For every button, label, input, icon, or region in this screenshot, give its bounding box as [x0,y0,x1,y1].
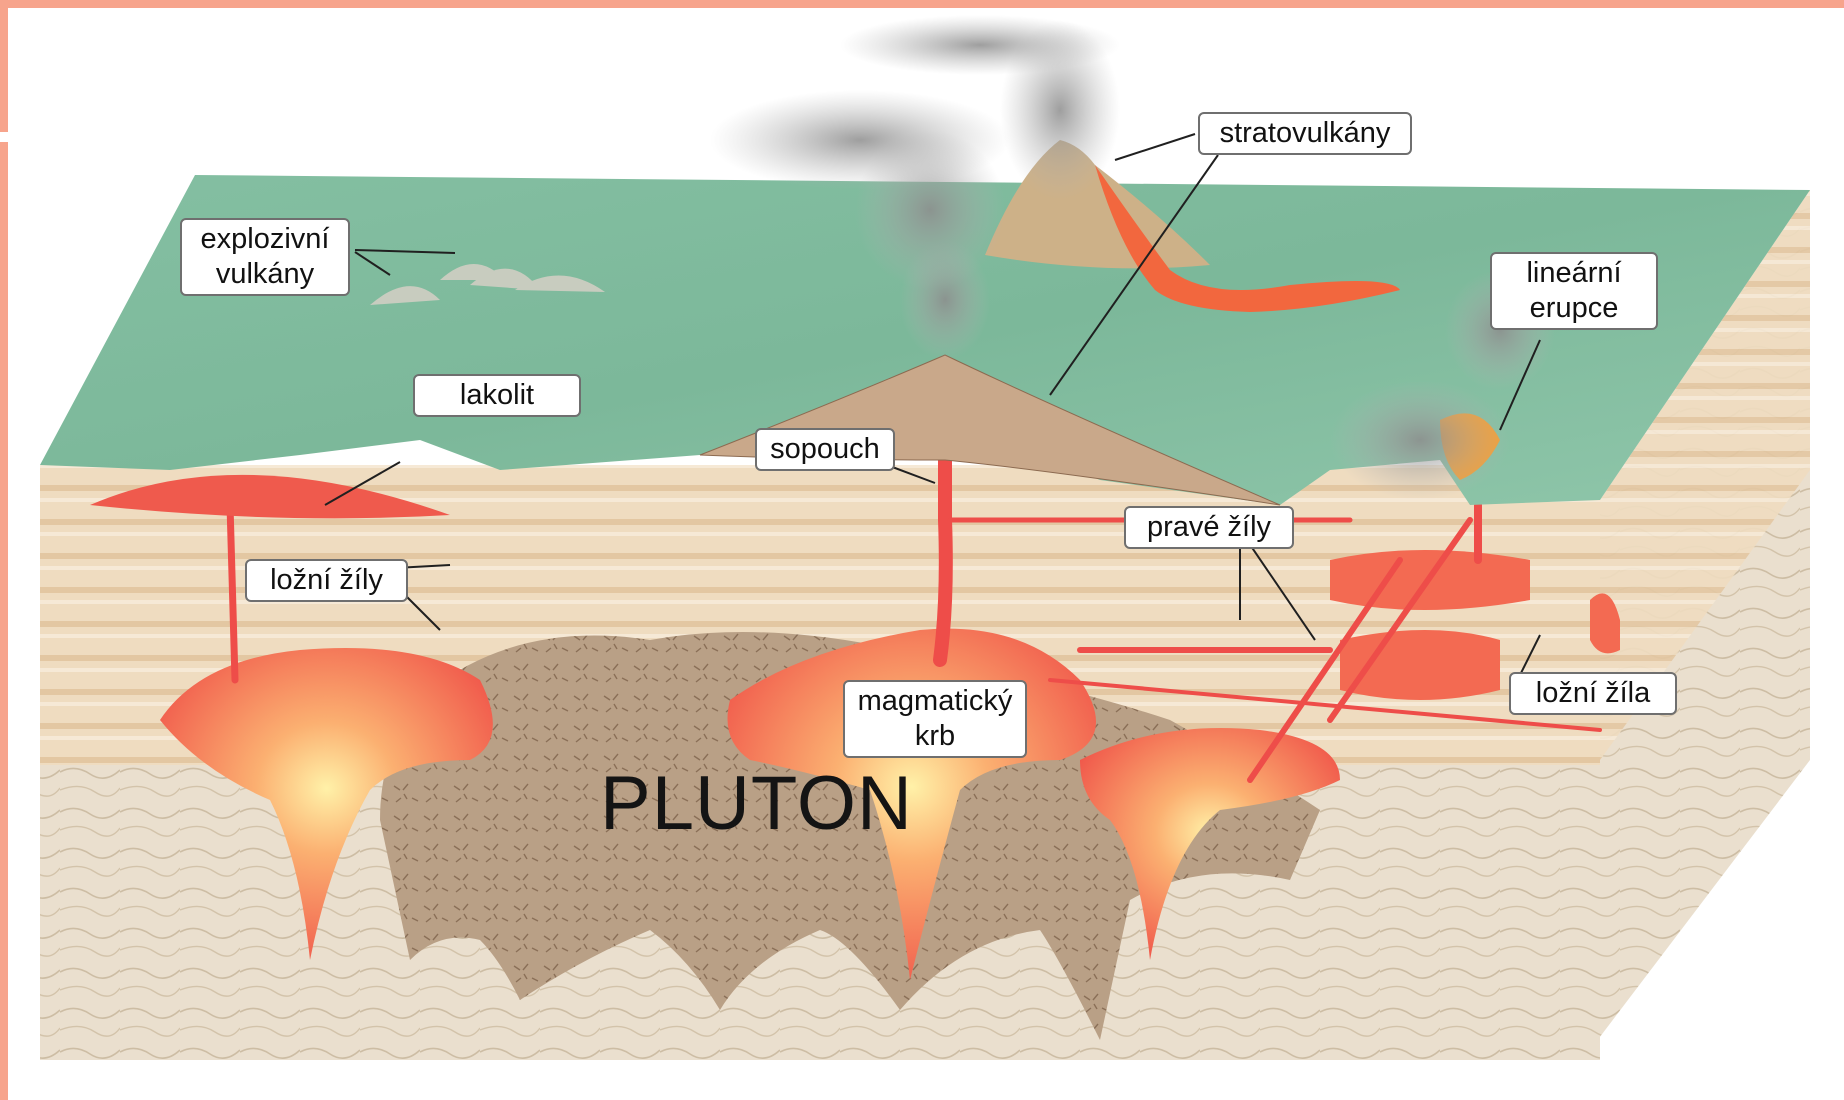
label-lozni-zily: ložní žíly [245,559,408,602]
label-explozivni-vulkany: explozivní vulkány [180,218,350,296]
label-lozni-zila: ložní žíla [1509,672,1677,715]
label-sopouch: sopouch [755,428,895,471]
label-stratovulkany: stratovulkány [1198,112,1412,155]
label-pluton: PLUTON [600,760,913,847]
label-linearni-erupce: lineární erupce [1490,252,1658,330]
label-prave-zily: pravé žíly [1124,506,1294,549]
label-lakolit: lakolit [413,374,581,417]
label-magmaticky-krb: magmatický krb [843,680,1027,758]
